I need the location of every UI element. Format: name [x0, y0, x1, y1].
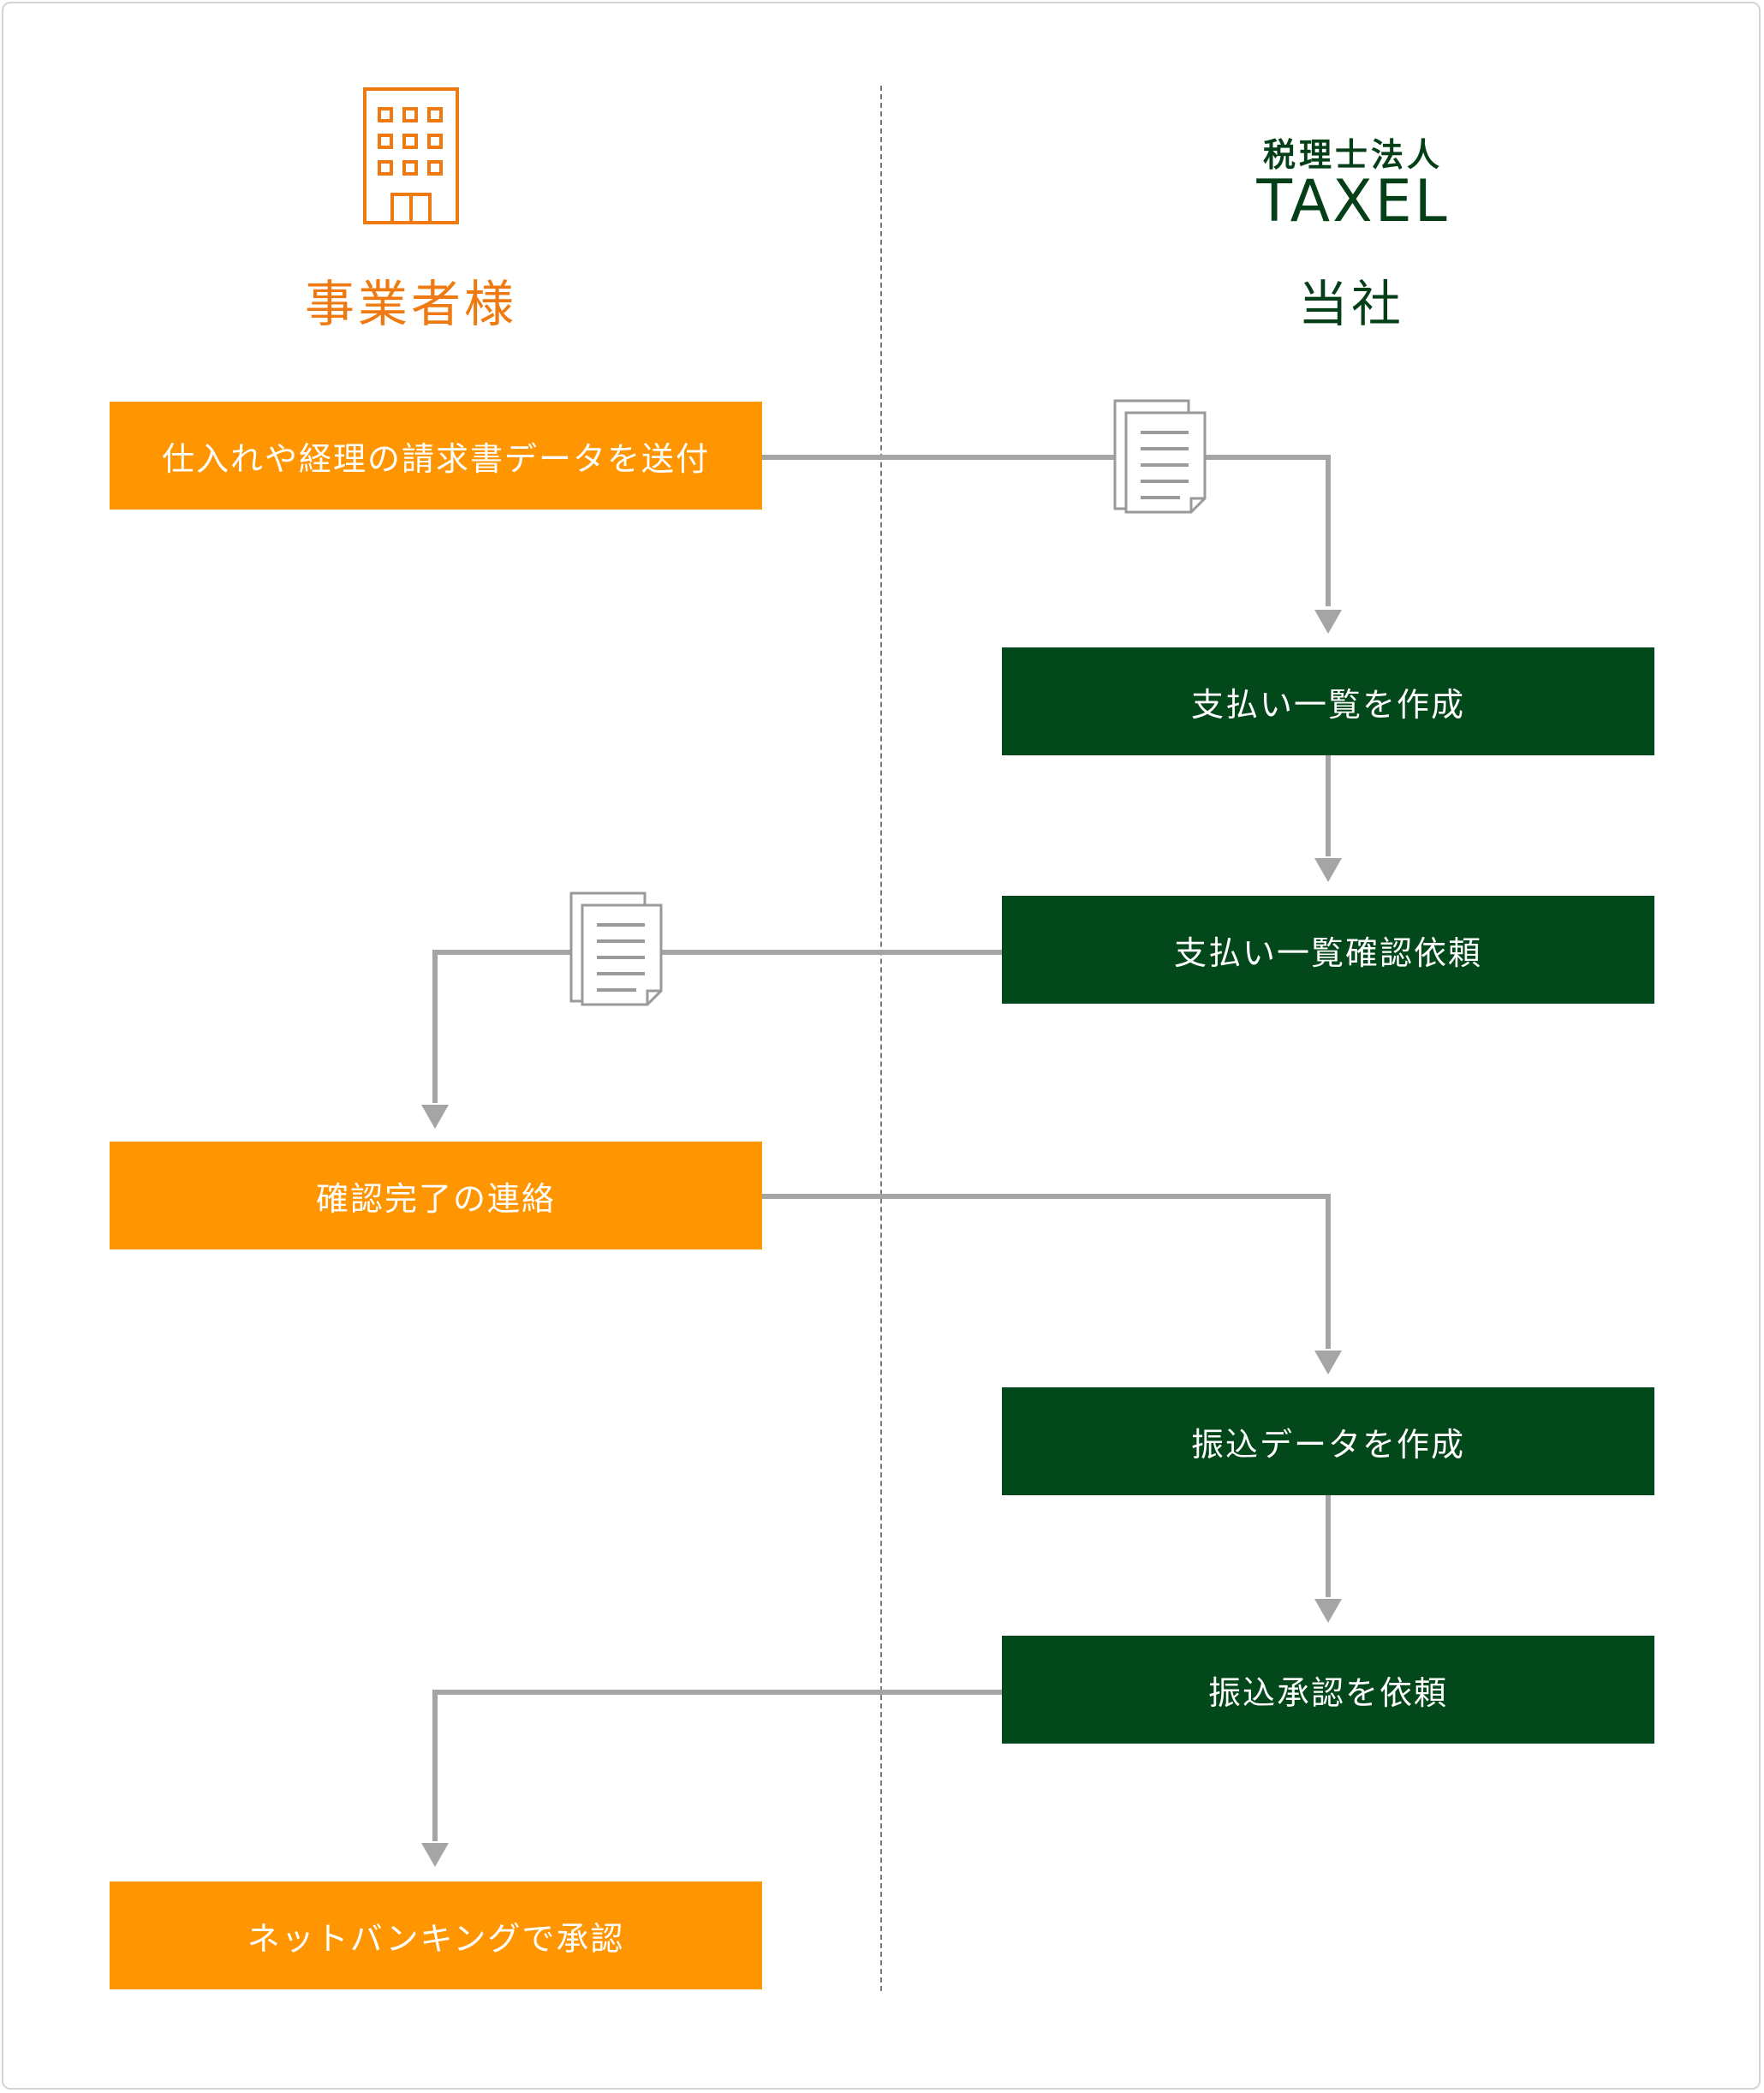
step-approve: ネットバンキングで承認 [110, 1881, 762, 1989]
step-confirm-done: 確認完了の連絡 [110, 1142, 762, 1249]
document-icon [569, 891, 663, 1006]
building-icon [363, 87, 459, 224]
client-lane-title: 事業者様 [304, 275, 517, 333]
connector-transfer-to-approval-request [1314, 1494, 1342, 1623]
connector-send-to-create-list [762, 455, 1342, 634]
document-icon [1113, 399, 1207, 514]
connector-create-list-to-request [1314, 755, 1342, 882]
step-create-list: 支払い一覧を作成 [1002, 647, 1654, 755]
step-send: 仕入れや経理の請求書データを送付 [110, 402, 762, 510]
firm-lane-title: 当社 [1297, 275, 1404, 333]
step-create-transfer: 振込データを作成 [1002, 1387, 1654, 1495]
step-request-confirm: 支払い一覧確認依頼 [1002, 896, 1654, 1004]
firm-logo-latin: TAXEL [1256, 168, 1450, 236]
connector-request-to-confirm-done [421, 950, 1002, 1129]
lane-divider [880, 86, 882, 1991]
firm-logo-kanji: 税理士法人 [1262, 136, 1443, 174]
step-request-approval: 振込承認を依頼 [1002, 1636, 1654, 1744]
connector-approval-request-to-approve [421, 1690, 1002, 1867]
connector-confirm-done-to-transfer [762, 1194, 1342, 1374]
